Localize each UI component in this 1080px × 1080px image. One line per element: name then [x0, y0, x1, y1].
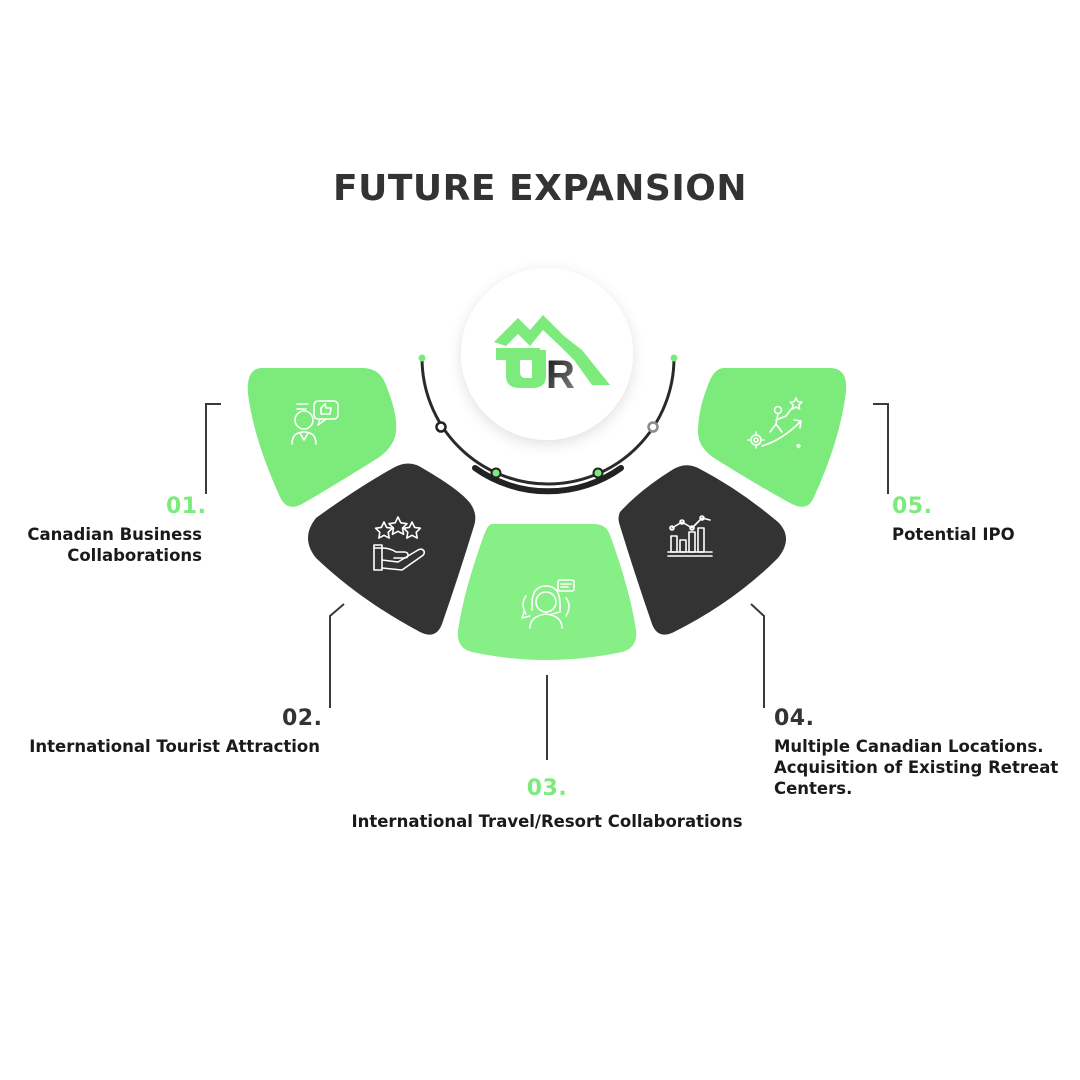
bar-chart-icon [667, 515, 713, 557]
callout-lines [205, 403, 889, 760]
step-1-label: Canadian Business Collaborations [27, 525, 202, 565]
segment-1 [247, 368, 397, 507]
step-3-number: 03. [526, 776, 568, 801]
arc-dot [490, 467, 502, 479]
support-agent-icon [521, 579, 575, 629]
business-person-chat-icon [291, 400, 339, 445]
connector-arc [418, 354, 678, 495]
step-2-number: 02. [282, 706, 323, 731]
arc-dot [647, 421, 659, 433]
arc-dot [418, 354, 426, 362]
step-5-number: 05. [892, 494, 933, 519]
growth-climb-icon [747, 397, 803, 449]
stars-hand-icon [373, 516, 426, 571]
step-4-number: 04. [774, 706, 815, 731]
step-2-label: International Tourist Attraction [29, 737, 320, 756]
arc-dot [670, 354, 678, 362]
step-1-number: 01. [166, 494, 207, 519]
callout-line-1 [205, 403, 221, 494]
callout-line-2 [329, 603, 345, 708]
mountain-logo-icon: R [494, 315, 610, 397]
step-3-label: International Travel/Resort Collaboratio… [351, 812, 743, 831]
segment-5 [698, 368, 847, 507]
callout-line-5 [873, 403, 889, 494]
logo-badge: R [461, 268, 633, 440]
step-5-label: Potential IPO [892, 525, 1015, 544]
arc-dot [592, 467, 604, 479]
callout-line-4 [750, 603, 765, 708]
arc-dot [435, 421, 447, 433]
page-title: FUTURE EXPANSION [333, 168, 747, 209]
svg-text:R: R [546, 353, 575, 397]
step-4-label: Multiple Canadian Locations. Acquisition… [774, 737, 1059, 798]
segment-4 [618, 465, 786, 635]
